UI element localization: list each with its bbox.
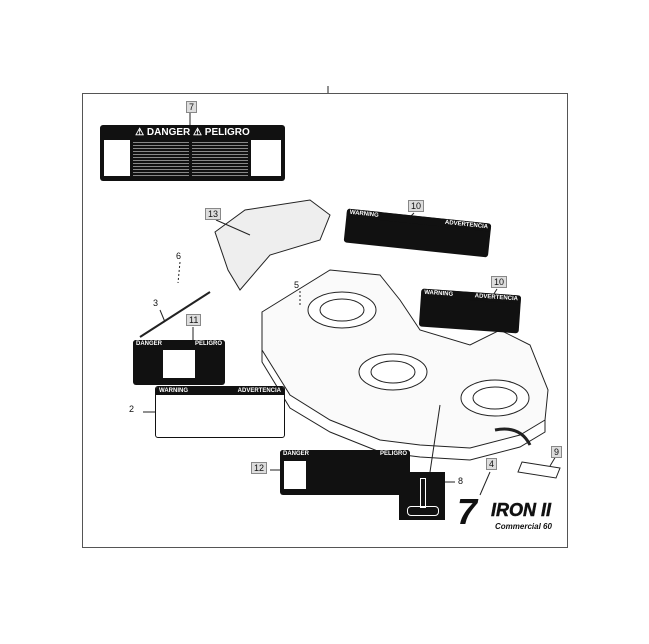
callout-4: 4 bbox=[486, 458, 498, 470]
danger-decal-12: DANGER PELIGRO bbox=[280, 450, 410, 495]
decal-danger-label: DANGER bbox=[136, 341, 163, 347]
decal-peligro-label: PELIGRO bbox=[204, 127, 250, 138]
rod bbox=[139, 291, 211, 338]
decal-danger-label: DANGER bbox=[146, 127, 191, 138]
callout-8: 8 bbox=[458, 476, 464, 486]
callout-11: 11 bbox=[186, 314, 202, 326]
decal-warning-label: WARNING bbox=[349, 209, 379, 219]
danger-decal-11: DANGER PELIGRO bbox=[133, 340, 225, 385]
decal-danger-label: DANGER bbox=[283, 451, 310, 457]
belt-shield bbox=[214, 199, 331, 291]
decal-9 bbox=[517, 461, 561, 479]
callout-12: 12 bbox=[251, 462, 268, 474]
callout-9: 9 bbox=[551, 446, 563, 458]
warning-decal-10b: WARNING ADVERTENCIA bbox=[418, 288, 522, 334]
callout-10a: 10 bbox=[408, 200, 425, 212]
danger-decal-7: ⚠ DANGER ⚠ PELIGRO bbox=[100, 125, 285, 181]
seven-iron-logo-decal: 7 IRON II Commercial 60 bbox=[455, 494, 559, 536]
decal-peligro-label: PELIGRO bbox=[379, 451, 407, 457]
logo-subtitle: Commercial 60 bbox=[495, 522, 552, 531]
decal-peligro-label: PELIGRO bbox=[194, 341, 222, 347]
warning-decal-2: WARNING ADVERTENCIA bbox=[155, 386, 285, 438]
callout-3: 3 bbox=[153, 298, 159, 308]
logo-iron: IRON II bbox=[491, 500, 552, 521]
callout-2: 2 bbox=[129, 404, 135, 414]
decal-advertencia-label: ADVERTENCIA bbox=[237, 388, 281, 394]
callout-7: 7 bbox=[186, 101, 198, 113]
diagram-frame bbox=[82, 93, 568, 548]
decal-warning-label: WARNING bbox=[423, 289, 454, 298]
callout-5: 5 bbox=[294, 280, 300, 290]
callout-10b: 10 bbox=[491, 276, 508, 288]
callout-6: 6 bbox=[176, 251, 182, 261]
logo-seven: 7 bbox=[457, 491, 478, 532]
decal-8 bbox=[399, 472, 445, 520]
decal-advertencia-label: ADVERTENCIA bbox=[474, 293, 519, 303]
decal-warning-label: WARNING bbox=[159, 388, 188, 394]
callout-13: 13 bbox=[205, 208, 222, 220]
